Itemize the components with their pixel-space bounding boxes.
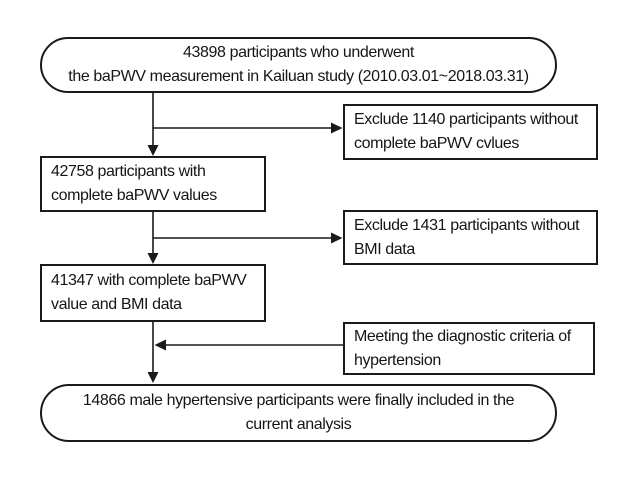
connector-branch-to-exclude-1431 (153, 232, 343, 244)
node-hypertension-criteria: Meeting the diagnostic criteria of hyper… (343, 322, 595, 375)
connector-top-to-42758 (147, 93, 159, 156)
node-complete-bapwv-bmi: 41347 with complete baPWV value and BMI … (40, 264, 266, 322)
node-exclude-no-bmi: Exclude 1431 participants without BMI da… (343, 210, 598, 265)
node-exclude-no-bapwv: Exclude 1140 participants without comple… (343, 104, 598, 160)
node-participants-total: 43898 participants who underwent the baP… (40, 37, 557, 93)
node-final-included: 14866 male hypertensive participants wer… (40, 384, 557, 442)
connector-branch-to-exclude-1140 (153, 122, 343, 134)
node-complete-bapwv: 42758 participants with complete baPWV v… (40, 156, 266, 212)
connector-criteria-to-flow (154, 339, 343, 351)
connector-41347-to-final (147, 322, 159, 383)
connector-42758-to-41347 (147, 212, 159, 264)
